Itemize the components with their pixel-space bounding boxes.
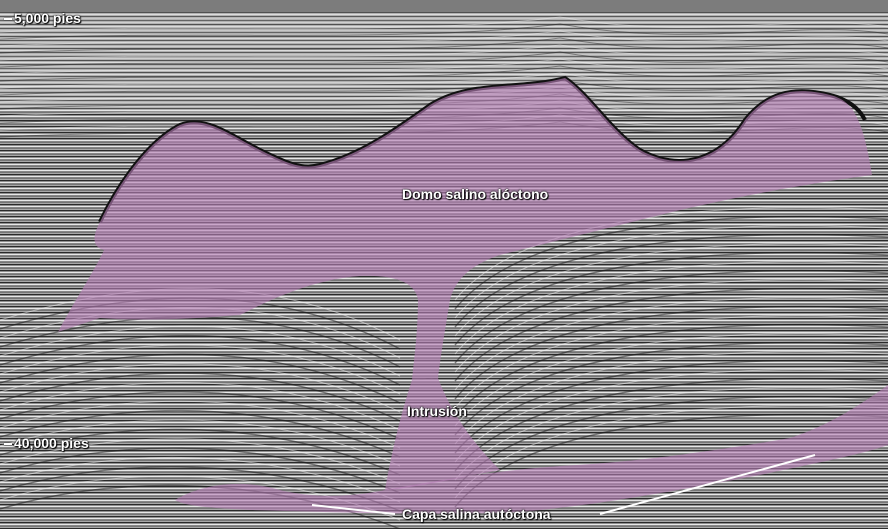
allochthonous-salt-dome <box>58 78 872 380</box>
reflector-curve <box>0 325 401 377</box>
autochthonous-layer-label: Capa salina autóctona <box>402 506 551 522</box>
reflector-curve <box>0 391 401 440</box>
reflector-curve <box>454 243 888 337</box>
reflector-curve <box>0 363 401 413</box>
reflector-curve <box>454 369 888 463</box>
reflector-curve <box>0 372 401 422</box>
reflector-curve <box>0 382 401 431</box>
reflector-curve <box>0 344 401 395</box>
leader-line-right <box>599 454 816 515</box>
reflector-lines <box>0 16 888 529</box>
reflector-curve <box>454 279 888 373</box>
reflector-curve <box>454 377 888 472</box>
reflector-curve <box>454 261 888 355</box>
reflector-curve <box>454 351 888 445</box>
reflector-curve <box>454 323 888 418</box>
reflector-curve <box>0 58 888 75</box>
autochthonous-salt-layer <box>175 385 888 514</box>
reflector-curve <box>0 466 401 512</box>
reflector-curve <box>0 400 401 449</box>
reflector-curve <box>0 72 888 89</box>
reflector-curve <box>0 409 401 458</box>
depth-tick-top <box>4 18 12 20</box>
reflector-curve <box>454 287 888 382</box>
allochthonous-dome-label: Domo salino alóctono <box>402 186 549 202</box>
reflector-curve <box>454 387 888 481</box>
reflector-curve <box>0 16 888 33</box>
reflector-curve <box>0 30 888 47</box>
reflector-curve <box>0 419 401 467</box>
reflector-curve <box>454 269 888 364</box>
reflector-curve <box>0 51 888 68</box>
reflector-curve <box>454 225 888 319</box>
reflector-curve <box>454 215 888 310</box>
leader-line-left <box>311 504 396 515</box>
reflector-curve <box>0 65 888 82</box>
reflector-curve <box>0 438 401 485</box>
reflector-curve <box>454 297 888 391</box>
depth-tick-bottom <box>4 443 12 445</box>
reflector-curve <box>0 456 401 503</box>
reflector-curve <box>0 44 888 61</box>
reflector-curve <box>454 305 888 400</box>
reflector-curve <box>0 428 401 476</box>
reflector-curve <box>0 23 888 40</box>
salt-intrusion <box>385 378 500 490</box>
reflector-curve <box>454 251 888 346</box>
reflector-curve <box>0 37 888 54</box>
intrusion-label: Intrusión <box>407 403 467 419</box>
reflector-curve <box>454 333 888 427</box>
reflector-curve <box>454 359 888 454</box>
reflector-curve <box>0 447 401 494</box>
reflector-curve <box>454 233 888 328</box>
reflector-curve <box>454 315 888 409</box>
reflector-curve <box>0 334 401 386</box>
reflector-curve <box>0 353 401 404</box>
shallow-sediments <box>0 0 888 110</box>
depth-label-bottom: 40,000 pies <box>14 435 89 451</box>
reflector-curve <box>454 341 888 436</box>
depth-label-top: 5,000 pies <box>14 10 81 26</box>
